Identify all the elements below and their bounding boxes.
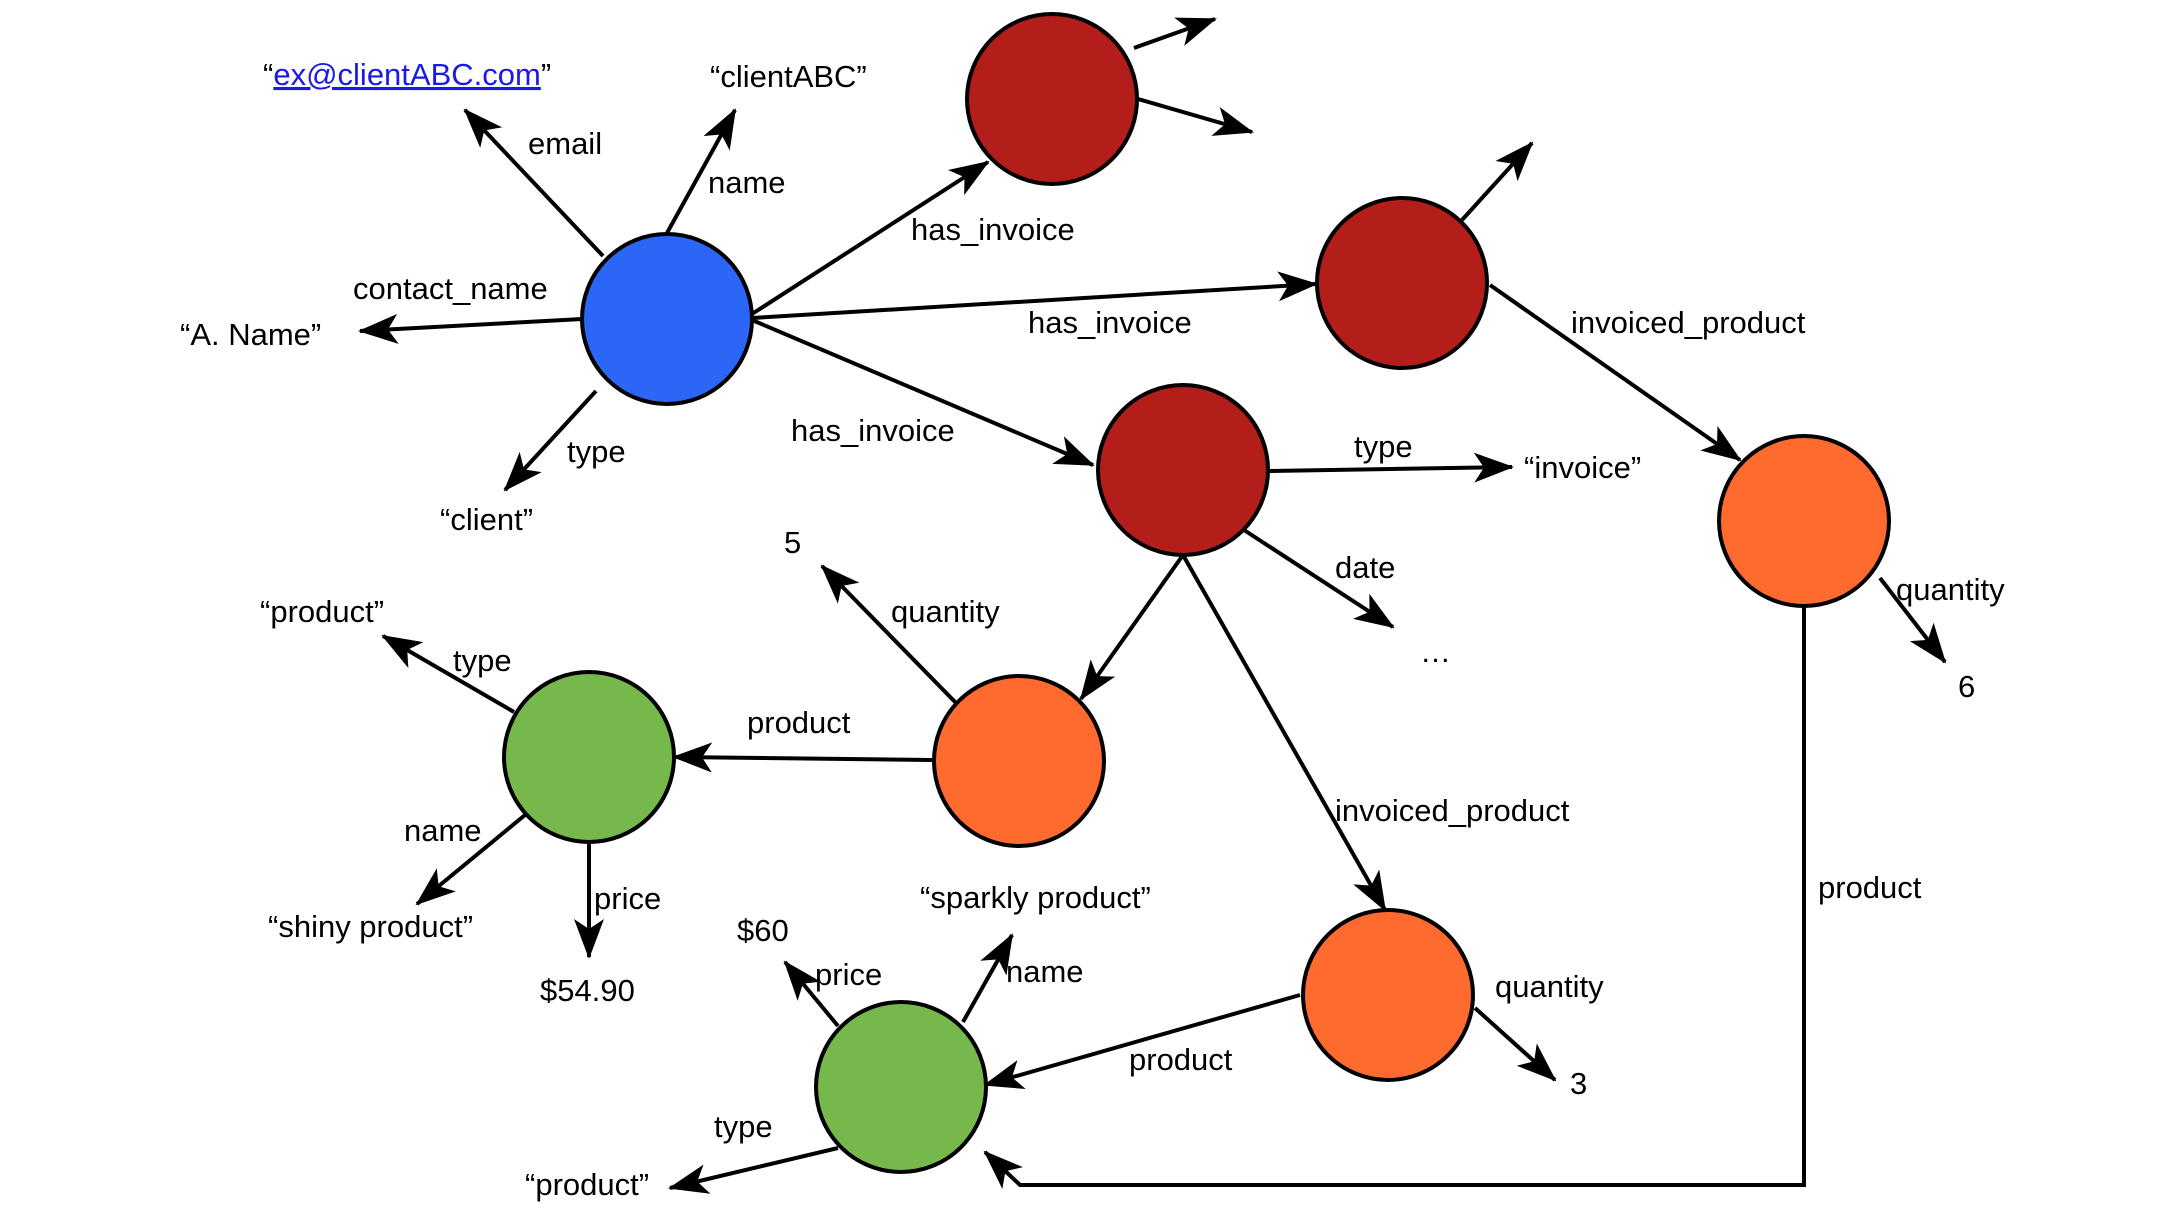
edge-invoice2-invoiced-product bbox=[1488, 283, 1742, 462]
label-product-left: product bbox=[747, 705, 851, 740]
edge-shiny-name bbox=[415, 813, 527, 906]
edge-client-email bbox=[463, 108, 605, 258]
value-client-type: “client” bbox=[440, 502, 533, 537]
edge-invoice1-out-a bbox=[1133, 17, 1217, 50]
label-name: name bbox=[708, 165, 786, 200]
label-invoiced-product-1: invoiced_product bbox=[1571, 305, 1806, 340]
label-has-invoice-1: has_invoice bbox=[911, 212, 1075, 247]
edge-shiny-type bbox=[381, 634, 516, 714]
edge-lineitemR-product bbox=[983, 607, 1806, 1189]
value-contact-name: “A. Name” bbox=[180, 317, 321, 352]
edge-sparkly-type bbox=[668, 1146, 839, 1194]
label-has-invoice-2: has_invoice bbox=[1028, 305, 1192, 340]
edge-invoice2-out bbox=[1460, 141, 1534, 222]
product-node-shiny bbox=[502, 670, 676, 844]
edge-lineitemR-quantity bbox=[1878, 576, 1947, 664]
value-sparkly-name: “sparkly product” bbox=[920, 880, 1151, 915]
label-quantity-bottom: quantity bbox=[1495, 969, 1604, 1004]
label-sparkly-type: type bbox=[714, 1109, 773, 1144]
edge-sparkly-price bbox=[783, 960, 840, 1028]
edge-invoice3-date bbox=[1242, 528, 1395, 629]
edge-client-invoice3 bbox=[751, 318, 1095, 467]
label-sparkly-price: price bbox=[815, 957, 882, 992]
label-product-bottom: product bbox=[1129, 1042, 1233, 1077]
label-sparkly-name: name bbox=[1006, 954, 1084, 989]
edge-client-invoice2 bbox=[751, 271, 1318, 320]
edge-invoice3-lineitemB bbox=[1181, 554, 1387, 912]
literal-values: “ex@clientABC.com” “clientABC” “A. Name”… bbox=[180, 57, 1975, 1202]
line-item-node-right bbox=[1717, 434, 1891, 608]
label-email: email bbox=[528, 126, 602, 161]
value-sparkly-type: “product” bbox=[525, 1167, 649, 1202]
edge-invoice3-lineitemL bbox=[1079, 553, 1185, 701]
value-shiny-name: “shiny product” bbox=[268, 909, 473, 944]
label-invoiced-product-2: invoiced_product bbox=[1335, 793, 1570, 828]
edge-invoice3-type bbox=[1267, 452, 1514, 483]
edge-invoice1-out-b bbox=[1137, 97, 1254, 136]
label-shiny-price: price bbox=[594, 881, 661, 916]
value-shiny-price: $54.90 bbox=[540, 973, 635, 1008]
label-has-invoice-3: has_invoice bbox=[791, 413, 955, 448]
edge-client-invoice1 bbox=[750, 160, 990, 316]
value-email[interactable]: “ex@clientABC.com” bbox=[263, 57, 551, 92]
label-quantity-left: quantity bbox=[891, 594, 1000, 629]
label-date: date bbox=[1335, 550, 1395, 585]
value-invoice-type: “invoice” bbox=[1524, 450, 1641, 485]
edge-labels: email name contact_name type has_invoice… bbox=[353, 126, 2005, 1144]
invoice-node-2 bbox=[1315, 196, 1489, 370]
product-node-sparkly bbox=[814, 1000, 988, 1174]
edge-client-name bbox=[665, 108, 737, 234]
value-quantity-6: 6 bbox=[1958, 669, 1975, 704]
invoice-node-3 bbox=[1096, 383, 1270, 557]
value-quantity-3: 3 bbox=[1570, 1066, 1587, 1101]
value-quantity-5: 5 bbox=[784, 525, 801, 560]
value-shiny-type: “product” bbox=[260, 594, 384, 629]
label-contact-name: contact_name bbox=[353, 271, 548, 306]
label-client-type: type bbox=[567, 434, 626, 469]
invoice-node-1 bbox=[965, 12, 1139, 186]
label-invoice-type: type bbox=[1354, 429, 1413, 464]
edge-lineitemB-product bbox=[983, 993, 1301, 1089]
line-item-node-left bbox=[932, 674, 1106, 848]
edge-lineitemB-quantity bbox=[1473, 1006, 1557, 1082]
label-product-right: product bbox=[1818, 870, 1922, 905]
value-client-name: “clientABC” bbox=[710, 59, 867, 94]
label-quantity-right: quantity bbox=[1896, 572, 2005, 607]
nodes bbox=[502, 12, 1891, 1174]
label-shiny-type: type bbox=[453, 643, 512, 678]
value-date-ellipsis: … bbox=[1420, 634, 1451, 669]
edge-sparkly-name bbox=[961, 933, 1014, 1023]
edges bbox=[358, 17, 1947, 1194]
edge-client-contact-name bbox=[358, 313, 583, 344]
client-node bbox=[580, 232, 754, 406]
line-item-node-bottom bbox=[1301, 908, 1475, 1082]
edge-lineitemL-product bbox=[672, 742, 933, 773]
value-sparkly-price: $60 bbox=[737, 913, 789, 948]
edge-lineitemL-quantity bbox=[820, 564, 960, 707]
label-shiny-name: name bbox=[404, 813, 482, 848]
edge-client-type bbox=[503, 389, 598, 492]
